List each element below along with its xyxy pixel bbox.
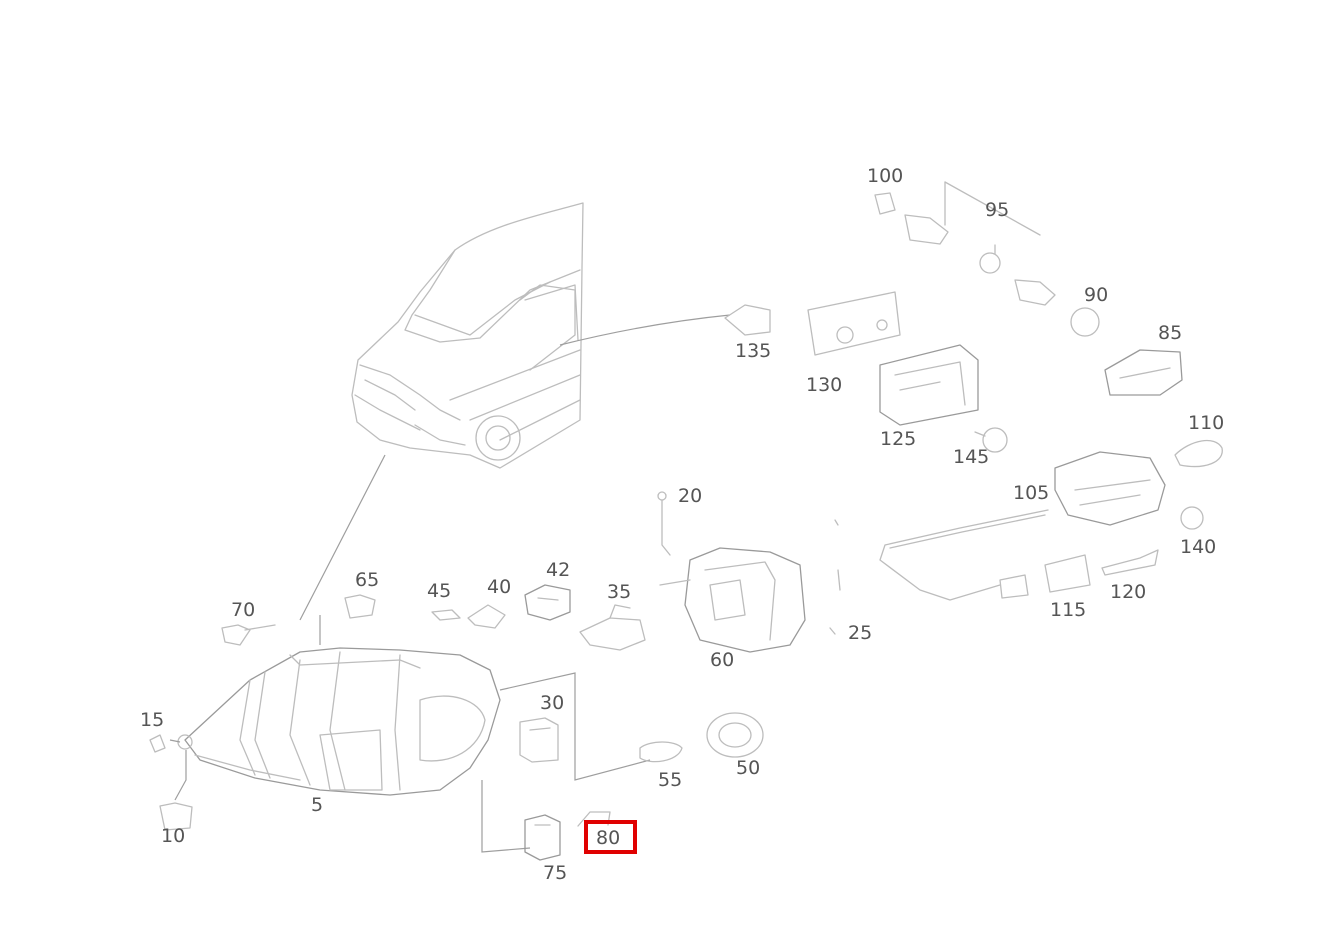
callout-80[interactable]: 80 bbox=[596, 827, 620, 849]
callout-60[interactable]: 60 bbox=[710, 649, 734, 671]
leader-line bbox=[481, 780, 531, 853]
part-90 bbox=[1014, 279, 1100, 337]
part-55 bbox=[639, 741, 683, 763]
part-115 bbox=[999, 554, 1091, 599]
callout-90[interactable]: 90 bbox=[1084, 284, 1108, 306]
part-75 bbox=[524, 814, 561, 861]
part-50 bbox=[706, 712, 764, 758]
part-15 bbox=[149, 734, 166, 753]
callout-145[interactable]: 145 bbox=[953, 446, 989, 468]
part-105 bbox=[1054, 451, 1166, 526]
part-10 bbox=[159, 802, 193, 831]
callout-105[interactable]: 105 bbox=[1013, 482, 1049, 504]
callout-95[interactable]: 95 bbox=[985, 199, 1009, 221]
callout-5[interactable]: 5 bbox=[311, 794, 323, 816]
callout-120[interactable]: 120 bbox=[1110, 581, 1146, 603]
part-120 bbox=[1101, 549, 1159, 576]
van-illustration bbox=[351, 202, 584, 469]
callout-85[interactable]: 85 bbox=[1158, 322, 1182, 344]
part-65 bbox=[344, 594, 376, 619]
callout-30[interactable]: 30 bbox=[540, 692, 564, 714]
leader-line bbox=[299, 454, 386, 621]
part-135 bbox=[724, 304, 771, 336]
callout-115[interactable]: 115 bbox=[1050, 599, 1086, 621]
wiring-harness bbox=[879, 509, 1049, 601]
callout-135[interactable]: 135 bbox=[735, 340, 771, 362]
part-60 bbox=[659, 547, 806, 653]
part-110 bbox=[1174, 439, 1223, 468]
part-125 bbox=[879, 344, 979, 426]
callout-40[interactable]: 40 bbox=[487, 576, 511, 598]
callout-130[interactable]: 130 bbox=[806, 374, 842, 396]
callout-140[interactable]: 140 bbox=[1180, 536, 1216, 558]
part-30 bbox=[519, 717, 559, 763]
part-145 bbox=[974, 427, 1008, 453]
part-20 bbox=[657, 491, 671, 556]
part-140 bbox=[1180, 506, 1204, 530]
callout-65[interactable]: 65 bbox=[355, 569, 379, 591]
part-70 bbox=[221, 624, 276, 646]
part-25 bbox=[829, 519, 841, 635]
callout-20[interactable]: 20 bbox=[678, 485, 702, 507]
part-130 bbox=[807, 291, 901, 356]
callout-70[interactable]: 70 bbox=[231, 599, 255, 621]
leader-line bbox=[499, 672, 651, 781]
leader-line bbox=[174, 750, 187, 801]
highlight-box-80 bbox=[584, 820, 637, 854]
callout-15[interactable]: 15 bbox=[140, 709, 164, 731]
part-100-95 bbox=[874, 181, 1041, 274]
callout-45[interactable]: 45 bbox=[427, 580, 451, 602]
part-42 bbox=[524, 584, 571, 621]
part-85 bbox=[1104, 349, 1183, 396]
callout-125[interactable]: 125 bbox=[880, 428, 916, 450]
callout-110[interactable]: 110 bbox=[1188, 412, 1224, 434]
callout-100[interactable]: 100 bbox=[867, 165, 903, 187]
part-80 bbox=[577, 811, 611, 827]
callout-25[interactable]: 25 bbox=[848, 622, 872, 644]
part-45-40 bbox=[431, 604, 506, 629]
callout-10[interactable]: 10 bbox=[161, 825, 185, 847]
callout-75[interactable]: 75 bbox=[543, 862, 567, 884]
part-35 bbox=[579, 604, 646, 651]
callout-55[interactable]: 55 bbox=[658, 769, 682, 791]
leader-line bbox=[169, 739, 181, 743]
headlamp-assembly bbox=[177, 647, 501, 796]
callout-35[interactable]: 35 bbox=[607, 581, 631, 603]
callout-42[interactable]: 42 bbox=[546, 559, 570, 581]
callout-50[interactable]: 50 bbox=[736, 757, 760, 779]
leader-line bbox=[559, 314, 731, 346]
